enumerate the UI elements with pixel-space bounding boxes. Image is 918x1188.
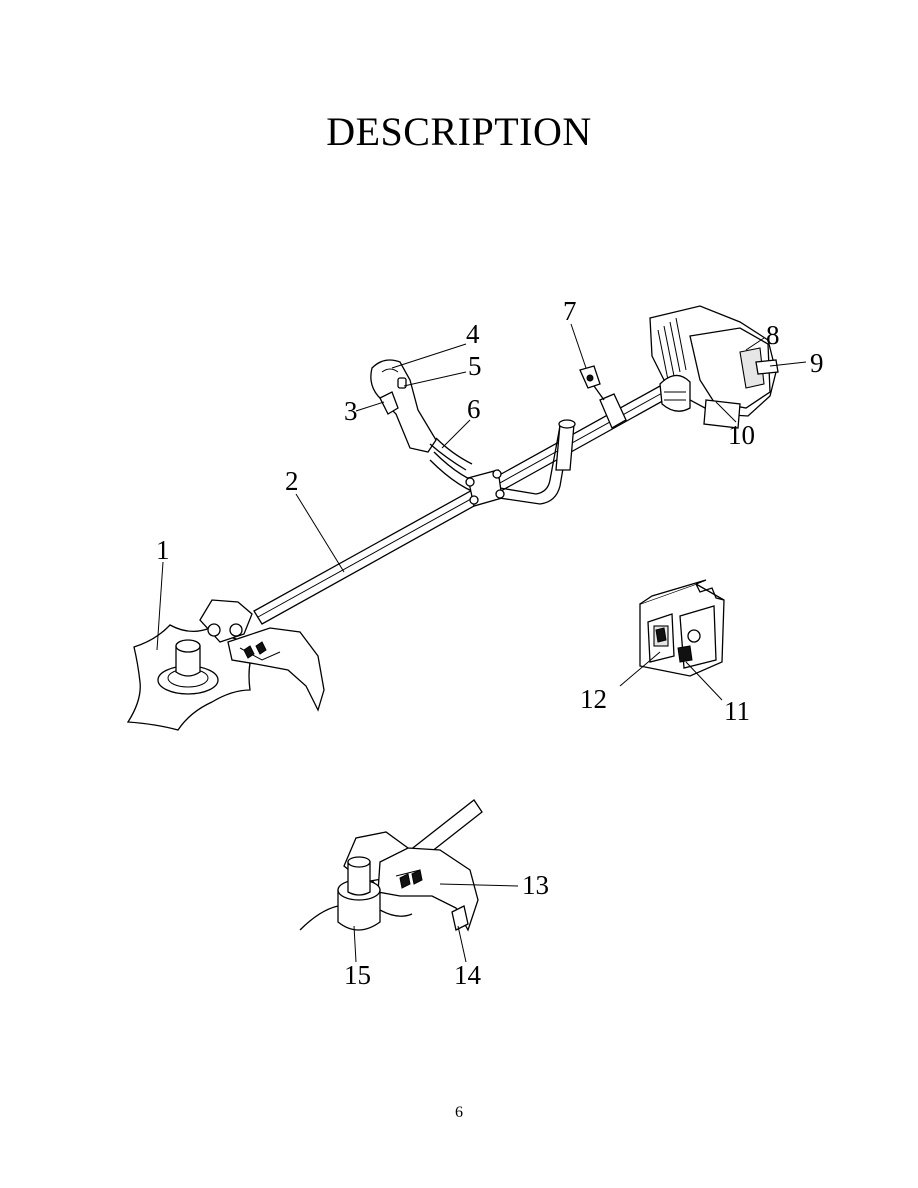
callout-1: 1: [156, 535, 170, 565]
callout-6: 6: [467, 394, 481, 424]
trimmer-head-detail: [300, 800, 482, 930]
callout-2: 2: [285, 466, 299, 496]
air-filter-detail: [640, 580, 724, 676]
engine: [650, 306, 778, 428]
drive-shaft: [254, 386, 668, 624]
callout-11: 11: [724, 696, 750, 726]
page-number: 6: [0, 1104, 918, 1122]
callout-8: 8: [766, 320, 780, 350]
callout-4: 4: [466, 319, 480, 349]
callout-12: 12: [580, 684, 607, 714]
brushcutter-illustration: [128, 306, 778, 930]
callout-15: 15: [344, 960, 371, 990]
callout-3: 3: [344, 396, 358, 426]
callout-13: 13: [522, 870, 549, 900]
callout-10: 10: [728, 420, 755, 450]
callout-7: 7: [563, 296, 577, 326]
callout-9: 9: [810, 348, 824, 378]
throttle-grip: [371, 360, 472, 470]
callout-14: 14: [454, 960, 482, 990]
callout-5: 5: [468, 351, 482, 381]
handle-bar: [430, 420, 575, 506]
